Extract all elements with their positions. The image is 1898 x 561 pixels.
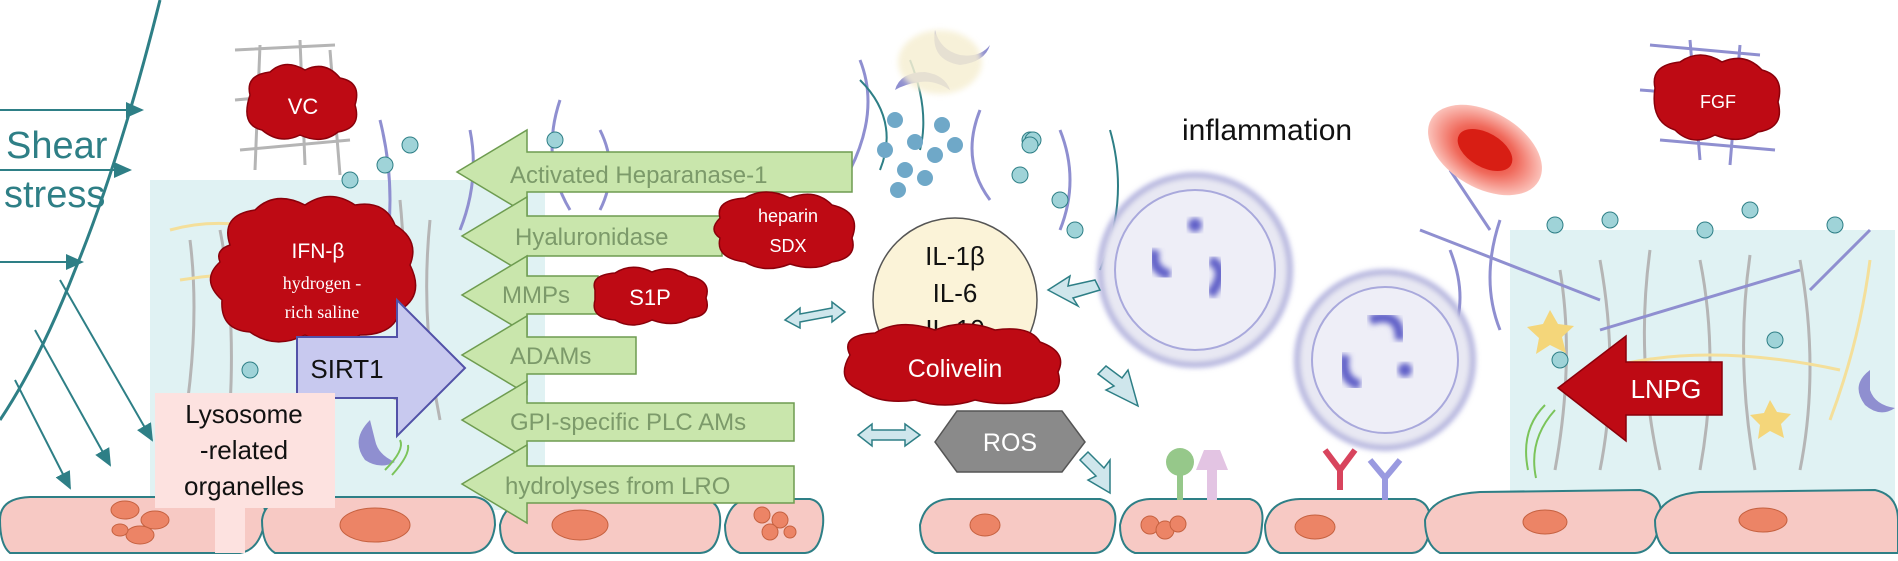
star-protein-2 [1750,400,1791,439]
enzyme-arrow-1 [455,128,853,216]
neutrophil-2 [1295,270,1475,450]
star-protein-1 [1527,310,1574,354]
ros-label: ROS [983,429,1037,457]
heparin-line1: heparin [758,206,818,226]
lysosome-line1: Lysosome [185,399,303,429]
inflammation-arrow-2 [1096,365,1140,408]
inflammation-arrow-3 [1078,450,1111,495]
red-blood-cell [1428,104,1542,196]
lnpg-arrow [1556,334,1723,443]
shear-label-line1: Shear [6,125,108,167]
enzyme-label-6: hydrolyses from LRO [505,473,730,500]
enzyme-label-4: ADAMs [510,343,591,370]
enzyme-arrows [455,128,853,525]
shear-label-line2: stress [4,174,105,216]
enzyme-arrow-6 [460,443,795,525]
heparin-line2: SDX [769,236,806,256]
enzyme-label-5: GPI-specific PLC AMs [510,409,746,436]
lysosome-line3: organelles [184,471,304,501]
ifn-line2: hydrogen - [283,273,361,293]
lnpg-label: LNPG [1631,374,1702,404]
neutrophil-1 [1098,173,1292,367]
green-fibers-left [384,439,410,476]
enzyme-label-2: Hyaluronidase [515,224,668,251]
enzyme-arrow-4 [460,314,637,396]
cytokine-line1: IL-1β [925,241,985,271]
enzyme-label-3: MMPs [502,282,570,309]
cytokine-line2: IL-6 [933,278,978,308]
inflammation-arrow-1 [1046,274,1102,308]
shear-profile [0,0,162,490]
heparan-fragments [877,112,963,198]
enzyme-arrow-3 [460,254,599,336]
signal-arrows [783,274,1140,495]
lysosome-line2: -related [200,435,288,465]
blur-blob [898,30,982,94]
colivelin-label: Colivelin [908,355,1002,383]
colivelin-cloud [843,323,1062,406]
ifn-line3: rich saline [285,302,359,322]
vc-label: VC [288,94,319,119]
ros-hexagon [934,410,1086,473]
fgf-label: FGF [1700,92,1736,112]
fgf-cloud [1653,54,1781,141]
ifn-line1: IFN-β [292,240,345,263]
double-arrow-2 [856,422,922,448]
receptors [1166,448,1403,500]
inflammation-label: inflammation [1182,114,1352,147]
s1p-cloud [593,266,708,326]
vc-cloud [246,63,358,141]
nuclei [110,500,1788,545]
green-fibers-right [1525,404,1556,479]
lysosome-box [155,393,335,553]
double-arrow-1 [783,300,847,330]
sirt1-label: SIRT1 [310,354,383,384]
s1p-label: S1P [629,285,671,310]
enzyme-label-1: Activated Heparanase-1 [510,162,767,189]
heparin-cloud [713,191,856,270]
enzyme-arrow-5 [460,379,795,461]
